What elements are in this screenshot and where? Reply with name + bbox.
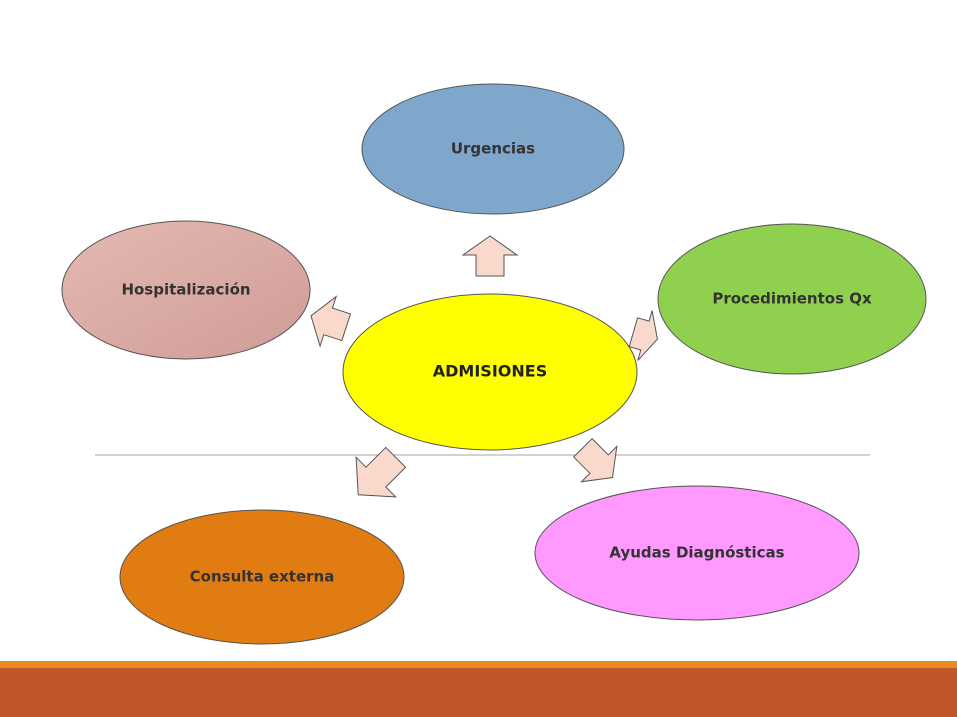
node-ayudas-label: Ayudas Diagnósticas [609, 544, 784, 562]
arrow-lower-left [355, 446, 407, 498]
node-hospitalizacion-label: Hospitalización [121, 281, 250, 299]
arrow-upper-left [310, 295, 352, 348]
node-hospitalizacion: Hospitalización [61, 220, 311, 360]
node-ayudas: Ayudas Diagnósticas [534, 485, 860, 621]
node-consulta-label: Consulta externa [190, 568, 335, 586]
node-procedimientos-shape [657, 223, 927, 375]
node-procedimientos-label: Procedimientos Qx [712, 290, 872, 308]
node-admisiones-shape [342, 293, 638, 451]
arrow-lower-right [572, 437, 618, 483]
node-hospitalizacion-shape [61, 220, 311, 360]
arrow-upper-right [628, 310, 658, 361]
node-urgencias-shape [361, 83, 625, 215]
arrow-up [461, 235, 519, 277]
footer-bar [0, 668, 957, 717]
node-urgencias: Urgencias [361, 83, 625, 215]
node-consulta: Consulta externa [119, 509, 405, 645]
node-consulta-shape [119, 509, 405, 645]
node-admisiones: ADMISIONES [342, 293, 638, 451]
node-urgencias-label: Urgencias [451, 140, 535, 158]
node-admisiones-label: ADMISIONES [433, 362, 547, 381]
node-procedimientos: Procedimientos Qx [657, 223, 927, 375]
node-ayudas-shape [534, 485, 860, 621]
footer-accent-bar [0, 661, 957, 668]
